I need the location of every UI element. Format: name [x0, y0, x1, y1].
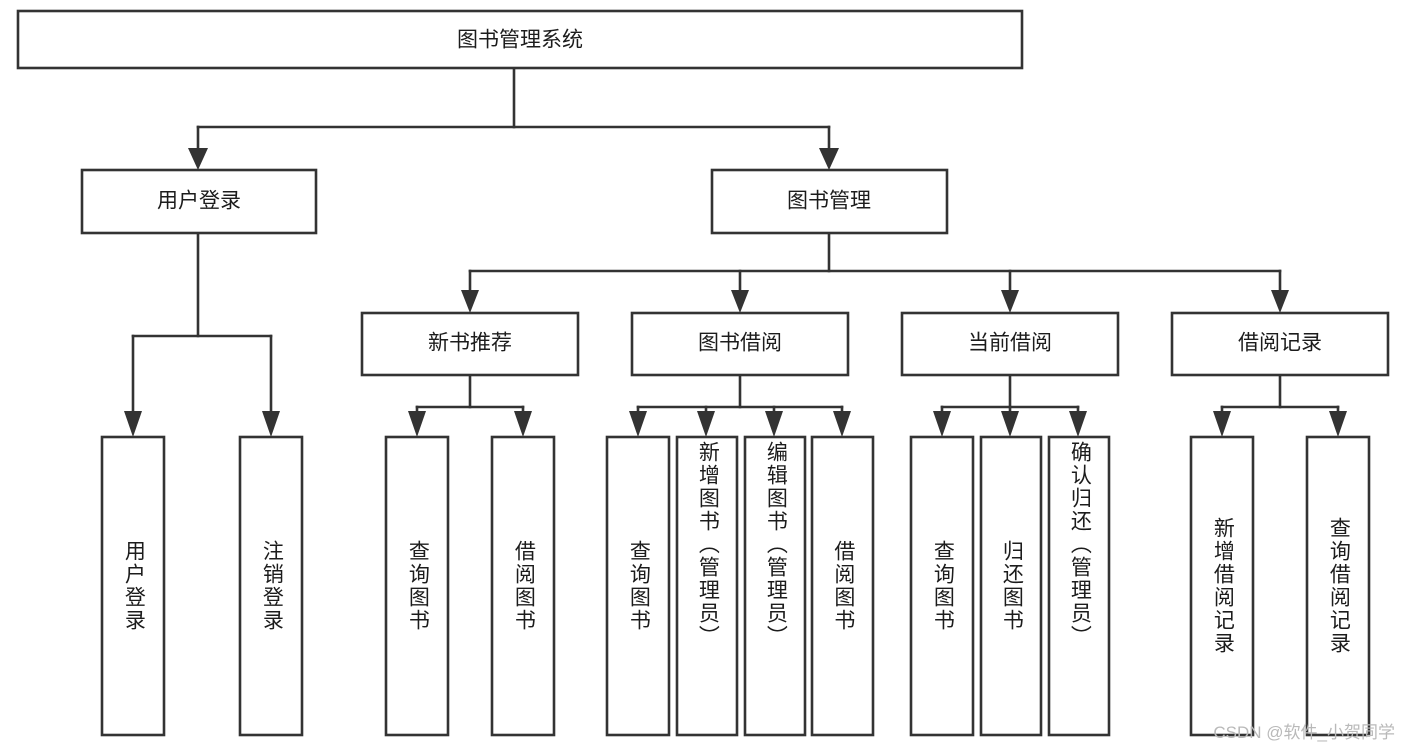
node-box-leaf-query-borrow-record[interactable] [1305, 435, 1371, 737]
connector-group-book-management [461, 231, 1289, 313]
arrow-to-leaf-return-book [1001, 411, 1019, 437]
node-box-title[interactable] [16, 9, 1024, 70]
node-box-leaf-return-book[interactable] [979, 435, 1043, 737]
node-box-new-book-recommend[interactable] [360, 311, 580, 377]
arrow-to-leaf-add-book-admin [697, 411, 715, 437]
node-book-management[interactable]: 图书管理 [710, 168, 949, 235]
arrow-to-leaf-query-book-1 [408, 411, 426, 437]
node-box-leaf-borrow-book-1[interactable] [490, 435, 556, 737]
arrow-to-new-book-recommend [461, 290, 479, 313]
arrow-to-leaf-borrow-book-1 [514, 411, 532, 437]
arrow-to-leaf-query-book-3 [933, 411, 951, 437]
connector-group-borrow-record [1213, 373, 1347, 437]
arrow-to-borrow-record [1271, 290, 1289, 313]
node-label-title: 图书管理系统 [457, 29, 583, 52]
connector-group-new-book-recommend [408, 373, 532, 437]
node-box-leaf-edit-book-admin[interactable] [743, 435, 807, 737]
node-box-borrow-record[interactable] [1170, 311, 1390, 377]
arrow-to-leaf-logout-login [262, 411, 280, 437]
arrow-to-leaf-add-borrow-record [1213, 411, 1231, 437]
node-user-login[interactable]: 用户登录 [80, 168, 318, 235]
node-label-borrow-record: 借阅记录 [1238, 332, 1322, 355]
node-label-user-login: 用户登录 [157, 190, 241, 213]
node-label-current-borrow: 当前借阅 [968, 332, 1052, 355]
node-label-new-book-recommend: 新书推荐 [428, 332, 512, 355]
connector-group-root [188, 66, 839, 170]
node-box-current-borrow[interactable] [900, 311, 1120, 377]
arrow-to-leaf-query-book-2 [629, 411, 647, 437]
arrow-to-leaf-query-borrow-record [1329, 411, 1347, 437]
node-book-borrow[interactable]: 图书借阅 [630, 311, 850, 377]
arrow-to-leaf-confirm-return-admin [1069, 411, 1087, 437]
node-box-leaf-add-borrow-record[interactable] [1189, 435, 1255, 737]
node-box-leaf-logout-login[interactable] [238, 435, 304, 737]
node-box-book-management[interactable] [710, 168, 949, 235]
node-label-book-borrow: 图书借阅 [698, 332, 782, 355]
node-box-leaf-confirm-return-admin[interactable] [1047, 435, 1111, 737]
node-new-book-recommend[interactable]: 新书推荐 [360, 311, 580, 377]
node-box-leaf-query-book-2[interactable] [605, 435, 671, 737]
arrow-to-user-login [188, 148, 208, 170]
connector-group-user-login [124, 231, 280, 437]
node-box-leaf-add-book-admin[interactable] [675, 435, 739, 737]
arrow-to-leaf-borrow-book-2 [833, 411, 851, 437]
arrow-to-book-borrow [731, 290, 749, 313]
node-box-leaf-user-login[interactable] [100, 435, 166, 737]
arrow-to-book-management [819, 148, 839, 170]
node-box-user-login[interactable] [80, 168, 318, 235]
arrow-to-leaf-user-login [124, 411, 142, 437]
node-box-leaf-query-book-1[interactable] [384, 435, 450, 737]
arrow-to-current-borrow [1001, 290, 1019, 313]
connector-group-book-borrow [629, 373, 851, 437]
node-label-book-management: 图书管理 [787, 190, 871, 213]
node-box-leaf-query-book-3[interactable] [909, 435, 975, 737]
connector-group-current-borrow [933, 373, 1087, 437]
node-root-title[interactable]: 图书管理系统 [16, 9, 1024, 70]
node-current-borrow[interactable]: 当前借阅 [900, 311, 1120, 377]
node-box-book-borrow[interactable] [630, 311, 850, 377]
node-box-leaf-borrow-book-2[interactable] [810, 435, 875, 737]
node-borrow-record[interactable]: 借阅记录 [1170, 311, 1390, 377]
arrow-to-leaf-edit-book-admin [765, 411, 783, 437]
